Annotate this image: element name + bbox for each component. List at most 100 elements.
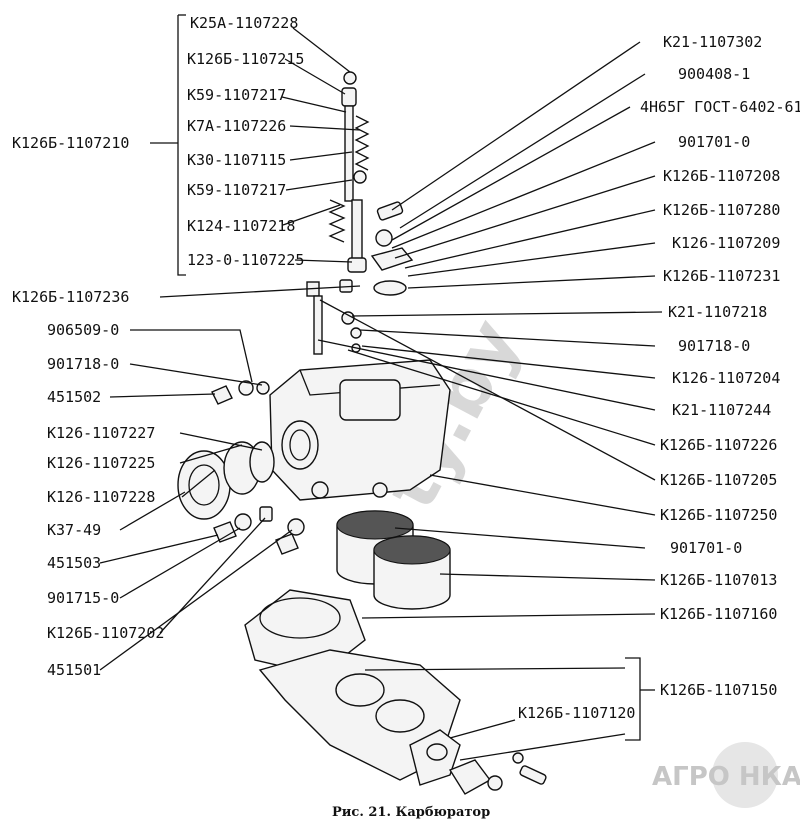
- leader-l8: [294, 259, 353, 263]
- leader-r7: [407, 242, 656, 277]
- leader-r8: [407, 275, 656, 289]
- label-r12: K126Б-1107226: [660, 436, 777, 454]
- leader-r5: [394, 175, 656, 259]
- label-l4: K30-1107115: [187, 151, 286, 169]
- needle-rod-part: [313, 295, 323, 355]
- body-top-chamber: [339, 379, 401, 421]
- leader-l2: [284, 58, 346, 95]
- label-r11: K21-1107244: [672, 401, 771, 419]
- left-labels: K25A-1107228 K126Б-1107215 K59-1107217 K…: [12, 14, 635, 722]
- label-l0: K25A-1107228: [190, 14, 298, 32]
- label-l14: K126-1107225: [47, 454, 155, 472]
- filter-screen-part: [249, 441, 275, 483]
- leader-l14: [179, 432, 263, 451]
- leader-r2: [399, 73, 646, 229]
- leader-l17: [119, 491, 186, 531]
- leader-r19a: [364, 667, 626, 671]
- throttle-bore-2: [375, 699, 425, 733]
- lever-arm-part: [448, 759, 492, 795]
- plug-451502-part: [211, 385, 233, 405]
- label-r7: K126Б-1107231: [663, 267, 780, 285]
- leader-r15: [429, 474, 656, 516]
- logo-text: АГРО НКА: [652, 762, 800, 792]
- washer-901718-part: [256, 381, 270, 395]
- throttle-bore-1: [335, 673, 385, 707]
- nut-small-part: [487, 775, 503, 791]
- leader-l1: [292, 27, 351, 73]
- carburetor-parts: [177, 71, 547, 795]
- plug-451501-part: [275, 533, 299, 555]
- label-l18: 901715-0: [47, 589, 119, 607]
- washer-center-part: [287, 518, 305, 536]
- label-l19: K126Б-1107202: [47, 624, 164, 642]
- plug-451503-part: [213, 521, 237, 543]
- bracket-right: [625, 657, 641, 741]
- leader-l18: [99, 534, 219, 564]
- pump-rod-part: [344, 105, 354, 202]
- label-l2: K59-1107217: [187, 86, 286, 104]
- label-r1: 900408-1: [678, 65, 750, 83]
- logo-circle: [712, 742, 778, 808]
- leader-r18: [361, 613, 656, 619]
- label-r5: K126Б-1107280: [663, 201, 780, 219]
- leader-l5: [289, 151, 353, 161]
- spring-part: [354, 115, 370, 171]
- body-boss2-part: [372, 482, 388, 498]
- leader-l16: [181, 469, 216, 498]
- label-r14: K126Б-1107250: [660, 506, 777, 524]
- leader-r14: [319, 299, 656, 481]
- label-r18: K126Б-1107150: [660, 681, 777, 699]
- piston-rod-part: [351, 199, 363, 261]
- label-l9: K126Б-1107236: [12, 288, 129, 306]
- gasket-part: [373, 280, 407, 296]
- label-r6: K126-1107209: [672, 234, 780, 252]
- ring2-part: [350, 327, 362, 339]
- leader-l13: [109, 393, 216, 398]
- label-l3: K7A-1107226: [187, 117, 286, 135]
- leader-l12: [129, 363, 263, 386]
- washer-small-part: [512, 752, 524, 764]
- washer-906509-part: [238, 380, 254, 396]
- filter-nut-inner: [188, 464, 220, 506]
- label-r9: 901718-0: [678, 337, 750, 355]
- leader-l7: [282, 204, 341, 226]
- leader-r10: [359, 329, 656, 347]
- label-r13: K126Б-1107205: [660, 471, 777, 489]
- screw-right-part: [376, 201, 404, 221]
- label-l10: 906509-0: [47, 321, 119, 339]
- body-boss-part: [311, 481, 329, 499]
- label-r10: K126-1107204: [672, 369, 780, 387]
- leader-r9: [351, 311, 663, 317]
- right-labels: K21-1107302 900408-1 4H65Г ГОСТ-6402-61 …: [640, 33, 800, 699]
- label-l13: K126-1107227: [47, 424, 155, 442]
- label-r4: K126Б-1107208: [663, 167, 780, 185]
- leader-l19: [119, 527, 241, 599]
- float-chamber-top: [259, 597, 341, 639]
- label-r3: 901701-0: [678, 133, 750, 151]
- label-l1: K126Б-1107215: [187, 50, 304, 68]
- washer-901715-part: [234, 513, 252, 531]
- diffuser-2-top: [373, 535, 451, 565]
- leader-lines: [99, 14, 663, 761]
- diffuser-1-top: [336, 510, 414, 540]
- leader-r4: [391, 141, 656, 249]
- leader-r19b: [459, 733, 626, 761]
- leader-r1: [391, 41, 641, 211]
- leader-r6: [404, 209, 656, 269]
- leader-l11: [130, 329, 253, 383]
- label-l12: 451502: [47, 388, 101, 406]
- label-r17: K126Б-1107160: [660, 605, 777, 623]
- leader-l3: [281, 96, 347, 113]
- label-l20: 451501: [47, 661, 101, 679]
- label-l17: 451503: [47, 554, 101, 572]
- label-r8: K21-1107218: [668, 303, 767, 321]
- spring-lower-part: [328, 199, 346, 243]
- leader-l21: [99, 529, 293, 671]
- bracket-left: [177, 15, 186, 276]
- washer-part: [353, 170, 367, 184]
- body-port-part: [281, 420, 319, 470]
- leader-r3: [391, 106, 631, 241]
- leader-r16: [394, 527, 646, 549]
- lever-part: [341, 87, 357, 107]
